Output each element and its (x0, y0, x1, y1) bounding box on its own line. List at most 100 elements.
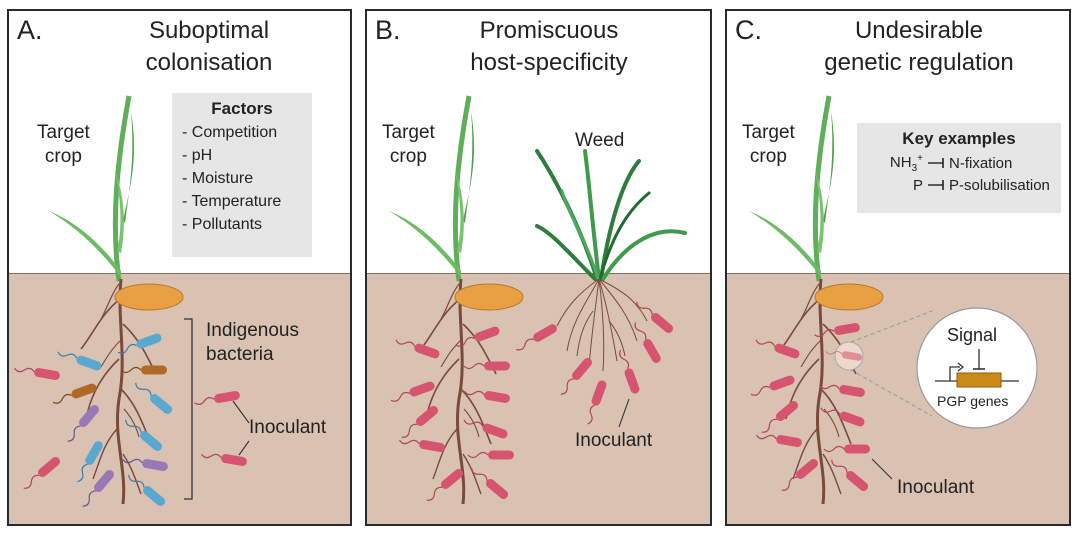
panel-letter: B. (375, 15, 401, 45)
indigenous-bacterium-icon (63, 402, 102, 445)
phosphorus-label: P (912, 176, 923, 194)
inoculant-bacterium-icon (13, 363, 62, 382)
indigenous-bacterium-icon (120, 364, 168, 376)
indigenous-bacterium-icon (55, 346, 104, 373)
ammonium-label: NH (889, 153, 912, 171)
panel-title-line1: Suboptimal (148, 17, 270, 44)
inoculant-bacterium-icon (748, 373, 797, 400)
target-crop-label: Target crop (382, 121, 435, 169)
seed-icon (814, 283, 884, 311)
inoculant-leader-line (871, 458, 893, 480)
gene-diagram-icon (935, 349, 1019, 388)
indigenous-bacterium-icon (115, 331, 164, 358)
example-row-nitrogen-lhs: NH3+ (857, 153, 927, 174)
panel-title-line2: host-specificity (470, 49, 628, 76)
target-crop-label-line1: Target (37, 122, 90, 143)
panel-promiscuous-host-specificity: B. Promiscuous host-specificity Target c… (365, 9, 712, 526)
inoculant-label: Inoculant (575, 430, 653, 451)
zoom-guide-line (850, 369, 933, 417)
inoculant-leader-line (232, 400, 250, 424)
inoculant-bacterium-icon (615, 347, 642, 396)
factor-item: - pH (182, 147, 213, 164)
inoculant-label: Inoculant (249, 417, 327, 438)
inoculant-bacterium-icon (463, 360, 511, 372)
factors-list: - Competition - pH - Moisture - Temperat… (182, 121, 312, 236)
factors-heading: Factors (211, 99, 273, 118)
factor-item: - Moisture (182, 170, 254, 187)
target-crop-label-line1: Target (742, 122, 795, 143)
factor-item: - Pollutants (182, 216, 263, 233)
example-row-phosphorus: P P-solubilisation (857, 174, 1061, 196)
inoculant-bacterium-icon (398, 403, 441, 442)
ammonium-subscript: 3 (911, 162, 918, 174)
indigenous-label-line1: Indigenous (206, 320, 299, 341)
inoculant-bacterium-icon (631, 319, 663, 366)
factor-item: - Temperature (182, 193, 282, 210)
inhibition-icon (928, 158, 944, 168)
ammonium-charge: + (917, 152, 923, 164)
panel-suboptimal-colonisation: A. Suboptimal colonisation Target crop F… (7, 9, 352, 526)
seed-icon (114, 283, 184, 311)
inoculant-bacterium-icon (755, 430, 804, 449)
panel-title-line2: colonisation (145, 49, 273, 76)
panel-c-illustration (727, 11, 1038, 506)
key-examples-heading: Key examples (902, 129, 1016, 148)
weed-roots-icon (556, 278, 648, 372)
factors-box: Factors - Competition - pH - Moisture - … (172, 93, 312, 257)
inoculant-bacterium-icon (823, 443, 871, 455)
panel-title-line1: Undesirable (854, 17, 984, 44)
inoculant-bacterium-icon (828, 455, 871, 494)
factor-item: - Competition (182, 124, 278, 141)
inoculant-bacterium-icon (20, 454, 63, 493)
inoculant-bacterium-icon (633, 297, 676, 336)
n-fixation-label: N-fixation (949, 154, 1013, 172)
weed-label: Weed (575, 130, 625, 151)
target-crop-label: Target crop (742, 121, 795, 169)
inoculant-leader-line (618, 398, 630, 428)
indigenous-bacterium-icon (122, 415, 165, 454)
indigenous-bracket (184, 318, 193, 500)
target-crop-label-line1: Target (382, 122, 435, 143)
weed-icon (535, 149, 687, 281)
inoculant-bacterium-icon (758, 398, 801, 437)
panel-title: Suboptimal colonisation (79, 15, 339, 79)
panel-b-illustration (367, 11, 687, 506)
pgp-genes-label: PGP genes (937, 393, 1009, 409)
key-examples-box: Key examples NH3+ N-fixation P P-solubil… (857, 123, 1061, 213)
panel-a-illustration (13, 11, 250, 510)
panel-letter: C. (735, 15, 762, 45)
inoculant-bacterium-icon (582, 378, 609, 427)
target-crop-label-line2: crop (749, 146, 787, 167)
indigenous-bacteria-label: Indigenous bacteria (206, 319, 299, 367)
target-crop-label-line2: crop (389, 146, 427, 167)
inoculant-bacterium-icon (461, 414, 510, 441)
panel-title: Promiscuous host-specificity (419, 15, 679, 79)
target-crop-label: Target crop (37, 121, 90, 169)
example-row-nitrogen: NH3+ N-fixation (857, 152, 1061, 174)
inoculant-bacterium-icon (556, 355, 595, 398)
inoculant-label: Inoculant (897, 477, 975, 498)
inoculant-bacterium-icon (393, 334, 442, 361)
inoculant-bacterium-icon (388, 379, 437, 406)
signal-label: Signal (947, 325, 998, 345)
inoculant-leader-line (238, 440, 250, 456)
inoculant-bacterium-icon (513, 322, 560, 354)
soil-layer (9, 273, 350, 524)
inoculant-bacterium-icon (398, 435, 447, 454)
indigenous-bacterium-icon (132, 378, 175, 417)
inoculant-bacterium-icon (423, 466, 466, 505)
panel-title-line2: genetic regulation (824, 49, 1014, 76)
indigenous-bacterium-icon (125, 470, 168, 509)
seed-icon (454, 283, 524, 311)
indigenous-bacterium-icon (78, 467, 117, 510)
inoculant-bacterium-icon (467, 449, 515, 461)
inoculant-bacterium-icon (193, 389, 242, 408)
zoom-guide-line (850, 310, 933, 343)
panel-undesirable-genetic-regulation: C. Undesirable genetic regulation Target… (725, 9, 1071, 526)
zoom-circle (916, 307, 1038, 429)
inoculant-bacterium-icon (753, 334, 802, 361)
p-solubilisation-label: P-solubilisation (949, 176, 1050, 194)
panel-title: Undesirable genetic regulation (789, 15, 1049, 79)
panel-title-line1: Promiscuous (479, 17, 619, 44)
panel-letter: A. (17, 15, 43, 45)
